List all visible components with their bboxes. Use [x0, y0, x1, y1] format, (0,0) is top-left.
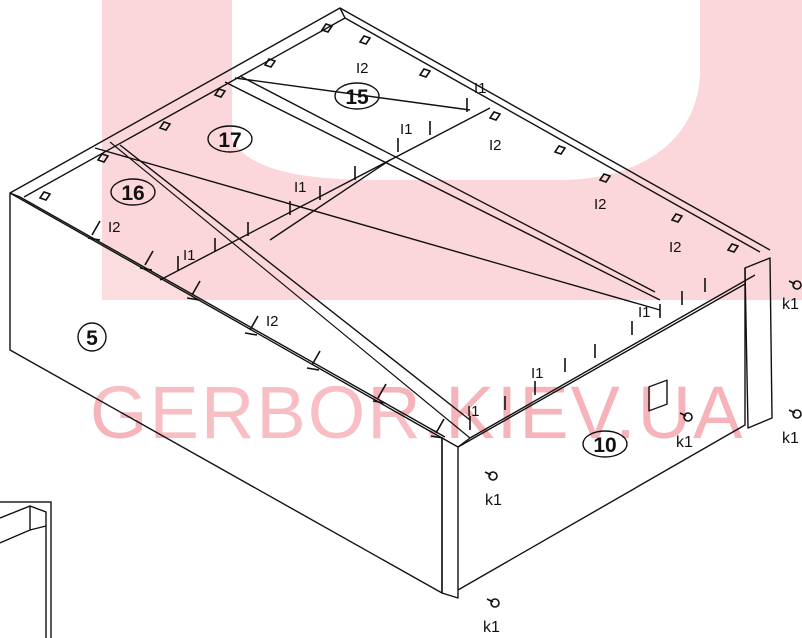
part-15-label: 15	[334, 82, 380, 110]
label-k1: k1	[676, 434, 693, 451]
label-k1: k1	[483, 619, 500, 636]
label-i1: I1	[183, 247, 196, 264]
svg-text:17: 17	[218, 129, 241, 152]
svg-text:16: 16	[121, 182, 144, 205]
label-k1: k1	[485, 492, 502, 509]
label-k1: k1	[782, 296, 799, 313]
part-16-label: 16	[110, 178, 156, 206]
svg-text:10: 10	[593, 434, 616, 457]
label-i2: I2	[108, 219, 121, 236]
part-17-label: 17	[207, 125, 253, 153]
end-panel-front	[441, 437, 459, 599]
part-labels: 15 17 16 5 10	[77, 82, 628, 458]
label-i1: I1	[294, 179, 307, 196]
svg-text:5: 5	[86, 327, 98, 350]
label-i1: I1	[400, 121, 413, 138]
svg-text:15: 15	[345, 86, 369, 109]
part-5-label: 5	[77, 322, 107, 352]
inset-detail	[0, 501, 52, 638]
hardware-labels: I2 I1 I2 I1 I2 I1 I2 I2 I1 I2 I1 I1 I1 k…	[108, 60, 799, 636]
label-i2: I2	[489, 137, 502, 154]
drawer-box	[9, 7, 773, 599]
label-i2: I2	[594, 196, 607, 213]
label-k1: k1	[782, 430, 799, 447]
part-10-label: 10	[582, 430, 628, 458]
label-i1: I1	[474, 80, 487, 97]
label-i2: I2	[356, 60, 369, 77]
hardware-marks	[38, 23, 802, 608]
label-i2: I2	[266, 313, 279, 330]
label-i1: I1	[531, 365, 544, 382]
label-i1: I1	[467, 403, 480, 420]
panel-10	[457, 283, 746, 591]
end-panel-right	[744, 257, 773, 429]
watermark-text: GERBOR.KIEV.UA	[90, 371, 744, 454]
label-i1: I1	[638, 304, 651, 321]
label-i2: I2	[669, 239, 682, 256]
watermark-logo	[102, 0, 802, 300]
